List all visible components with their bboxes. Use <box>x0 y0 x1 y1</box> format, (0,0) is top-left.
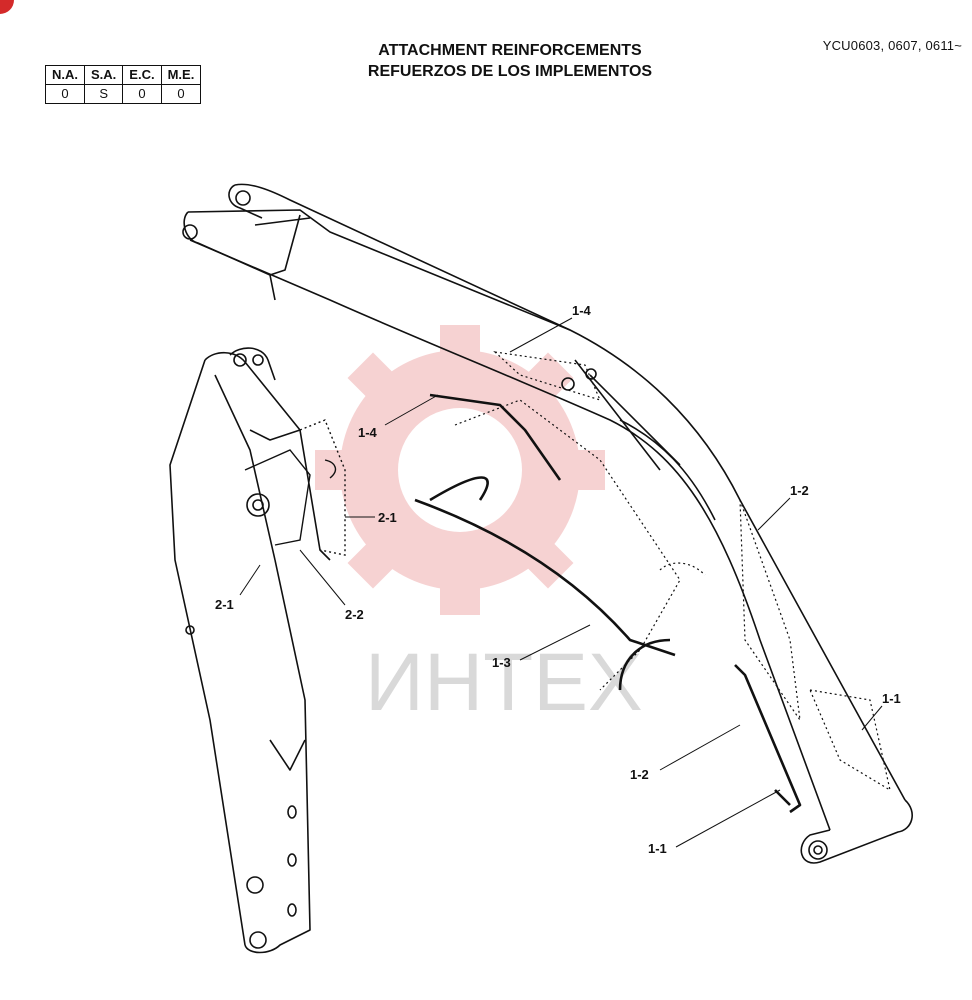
spec-header-row: N.A. S.A. E.C. M.E. <box>45 65 202 85</box>
callout-arm-plate-right: 2-1 <box>378 510 397 525</box>
callout-leaders <box>239 317 883 848</box>
page-title: ATTACHMENT REINFORCEMENTS REFUERZOS DE L… <box>300 40 720 82</box>
spec-value-ec: 0 <box>122 84 162 104</box>
callout-boom-right-upper: 1-2 <box>790 483 809 498</box>
watermark-text: ИНТЕХ <box>365 637 643 728</box>
arm-reinforcement-plate <box>244 419 346 556</box>
spec-header-sa: S.A. <box>83 65 124 85</box>
spec-value-me: 0 <box>160 84 202 104</box>
arm-outline <box>169 347 331 954</box>
title-spanish: REFUERZOS DE LOS IMPLEMENTOS <box>367 63 653 80</box>
callout-boom-center: 1-3 <box>492 655 511 670</box>
boom-reinforcement-plates <box>454 351 891 792</box>
callout-boom-left: 1-4 <box>358 425 378 440</box>
watermark-gear-logo <box>315 325 605 615</box>
callout-arm-plate-left: 2-1 <box>215 597 234 612</box>
boom-reinforcement-strips <box>414 393 802 814</box>
callout-boom-top: 1-4 <box>572 303 592 318</box>
boom-outline <box>182 183 913 864</box>
spec-code-table: N.A. S.A. E.C. M.E. 0 S 0 0 <box>45 65 202 104</box>
spec-value-na: 0 <box>45 84 85 104</box>
callout-arm-plate-lower: 2-2 <box>345 607 364 622</box>
callout-boom-bottom-low: 1-1 <box>648 841 667 856</box>
spec-header-na: N.A. <box>45 65 85 85</box>
title-english: ATTACHMENT REINFORCEMENTS <box>378 42 642 59</box>
spec-header-ec: E.C. <box>122 65 162 85</box>
callout-boom-bottom-mid: 1-2 <box>630 767 649 782</box>
model-codes: YCU0603, 0607, 0611~ <box>822 38 962 53</box>
callout-boom-right-lower: 1-1 <box>882 691 901 706</box>
spec-value-row: 0 S 0 0 <box>45 84 202 104</box>
